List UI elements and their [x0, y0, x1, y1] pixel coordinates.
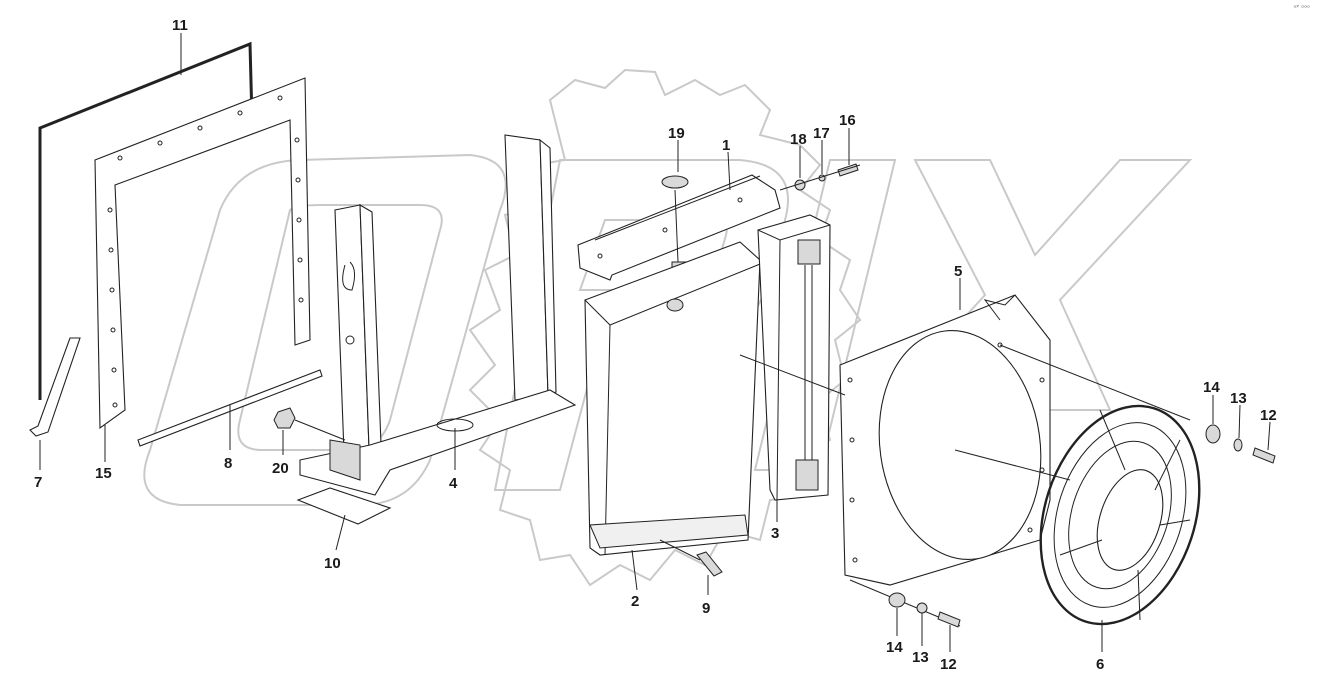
frame-support [299, 134, 577, 496]
washer-right [1233, 438, 1243, 452]
callout-8: 8 [224, 455, 232, 472]
callout-13-bottom: 13 [912, 649, 929, 666]
oil-cooler [757, 214, 831, 501]
upper-bracket [577, 174, 781, 281]
spacer-right [1205, 424, 1221, 444]
callout-14-right: 14 [1203, 379, 1220, 396]
nut [273, 407, 296, 429]
seal-strip [38, 41, 254, 400]
callout-20: 20 [272, 460, 289, 477]
callout-18: 18 [790, 131, 807, 148]
callout-5: 5 [954, 263, 962, 280]
callout-labels: 11 7 15 8 20 4 10 2 9 3 1 19 18 17 16 5 … [34, 17, 1277, 673]
callout-11: 11 [172, 17, 188, 34]
fan-guard [1039, 404, 1201, 626]
callout-3: 3 [771, 525, 779, 542]
stay-rod [29, 337, 81, 437]
watermark-gear [468, 68, 862, 587]
watermark-letter-o [143, 153, 507, 506]
washer-bottom [916, 602, 928, 614]
corner-code: ᵒᴾ ᵒᵒᵒ [1293, 4, 1310, 12]
bolt-right [1252, 447, 1276, 464]
callout-13-right: 13 [1230, 390, 1247, 407]
radiator-core [584, 241, 766, 556]
callout-12-right: 12 [1260, 407, 1277, 424]
callout-4: 4 [449, 475, 458, 492]
bolt-bottom [937, 611, 961, 628]
callout-9: 9 [702, 600, 710, 617]
callout-14-bottom: 14 [886, 639, 903, 656]
callout-10: 10 [324, 555, 341, 572]
callout-leaders [39, 33, 1271, 652]
callout-12-bottom: 12 [940, 656, 957, 673]
bolt-top [837, 163, 859, 177]
fan-shroud [839, 294, 1051, 586]
callout-16: 16 [839, 112, 856, 129]
callout-7: 7 [34, 474, 42, 491]
front-panel [94, 77, 311, 430]
drain-bolt [659, 539, 723, 577]
callout-17: 17 [813, 125, 830, 142]
spacer-bottom [888, 592, 906, 608]
callout-2: 2 [631, 593, 639, 610]
base-plate [296, 487, 392, 525]
callout-19: 19 [668, 125, 685, 142]
callout-15: 15 [95, 465, 112, 482]
callout-6: 6 [1096, 656, 1104, 673]
callout-1: 1 [722, 137, 730, 154]
